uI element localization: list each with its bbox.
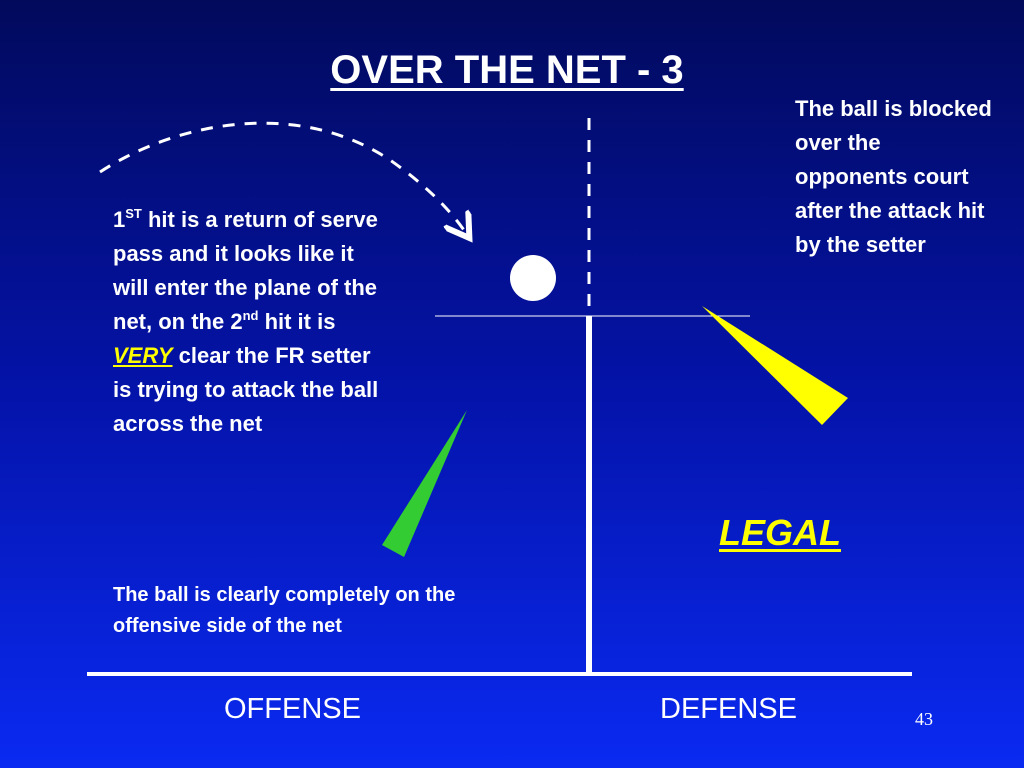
left-text-part: clear the FR setter is trying to attack … bbox=[113, 343, 379, 436]
yellow-player-wedge bbox=[702, 306, 848, 425]
defense-label: DEFENSE bbox=[660, 693, 797, 725]
green-player-wedge bbox=[382, 410, 467, 557]
verdict-label: LEGAL bbox=[719, 512, 841, 553]
ball-icon bbox=[510, 255, 556, 301]
offense-label: OFFENSE bbox=[224, 693, 361, 725]
left-text-part: hit it is bbox=[258, 309, 336, 334]
superscript: ST bbox=[125, 206, 142, 221]
bottom-explanation-text: The ball is clearly completely on the of… bbox=[113, 584, 456, 637]
emphasis-text: VERY bbox=[113, 343, 173, 368]
superscript: nd bbox=[242, 308, 259, 323]
left-explanation-text: 1ST hit is a return of serve pass and it… bbox=[113, 203, 383, 441]
left-text-part: hit is a return of serve pass and it loo… bbox=[113, 207, 378, 334]
right-explanation-text: The ball is blocked over the opponents c… bbox=[795, 96, 992, 257]
ball-trajectory-arrow bbox=[99, 121, 466, 233]
slide-title: OVER THE NET - 3 bbox=[330, 48, 684, 92]
left-text-part: 1 bbox=[113, 207, 126, 232]
page-number: 43 bbox=[915, 709, 933, 729]
